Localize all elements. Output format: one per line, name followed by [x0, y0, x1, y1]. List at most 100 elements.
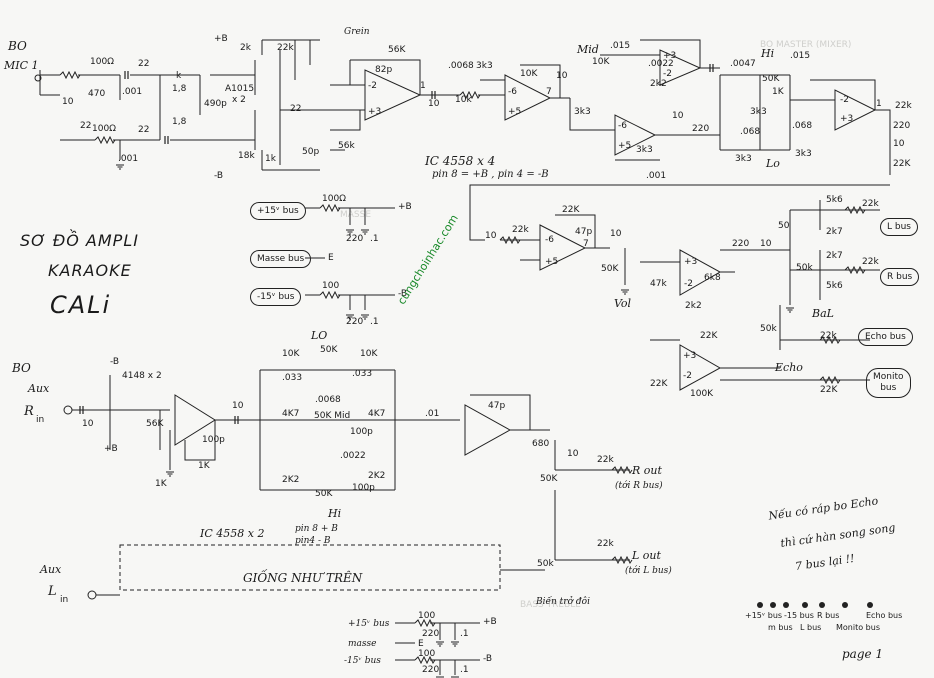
r3k3-hi: 3k3 — [750, 107, 767, 117]
r100b-power: 100 — [322, 281, 340, 291]
r22k-mix: 22K — [562, 205, 580, 215]
plus-b-top: +B — [214, 34, 228, 44]
r50k-mix: 50K — [601, 264, 619, 274]
r100-bottom: 100 — [418, 611, 436, 621]
echo-bus-box: Echo bus — [858, 328, 913, 346]
legend-r: R bus — [817, 611, 840, 620]
c10-oa2: 10 — [556, 71, 568, 81]
r3k3b: 3k3 — [735, 154, 752, 164]
r22k2-hilo: 22k — [895, 101, 912, 111]
c068: .068 — [740, 127, 761, 137]
r1k2-aux: 1K — [155, 479, 167, 489]
legend-l: L bus — [800, 623, 822, 632]
r220-hilo: 220 — [893, 121, 911, 131]
c1-power: .1 — [370, 234, 379, 244]
ic-pins-note: pin 8 = +B , pin 4 = -B — [432, 169, 549, 180]
r1k8: 1,8 — [172, 84, 187, 94]
hilo-minus: -2 — [840, 95, 849, 105]
lo-label: Lo — [766, 157, 780, 170]
aux-l-l: L — [48, 584, 57, 599]
board-aux-label: BO — [12, 361, 31, 375]
mix-minus: -6 — [545, 235, 554, 245]
c015-hi: .015 — [790, 51, 811, 61]
hilo-out: 1 — [876, 99, 882, 109]
mid-plus: +3 — [663, 51, 677, 61]
r50k-hi-tone: 50K — [315, 489, 333, 499]
echo-minus: -2 — [683, 371, 692, 381]
r100-top: 100Ω — [90, 57, 115, 67]
mid2-plus: +5 — [618, 141, 632, 151]
c22c: 22 — [138, 125, 150, 135]
same-as-above: GIỐNG NHƯ TRÊN — [243, 571, 363, 585]
legend-minus15: -15 bus — [784, 611, 814, 620]
c10-oa1: 10 — [428, 99, 440, 109]
masse-bus-box: Masse bus — [250, 250, 312, 268]
e-power: E — [328, 253, 334, 263]
r100-bottom: 100Ω — [92, 124, 117, 134]
r22k: 22k — [277, 43, 294, 53]
bal-label: BaL — [812, 307, 834, 320]
r50k-out: 50K — [540, 474, 558, 484]
oa1-plus: +3 — [368, 107, 382, 117]
c220b-power: 220 — [346, 317, 364, 327]
r3k3-oa1: 3k3 — [476, 61, 493, 71]
plus-b-aux: +B — [104, 444, 118, 454]
plus-b-bottom: +B — [483, 617, 497, 627]
r22k3-mix: 22k — [862, 199, 879, 209]
r2k2-mix: 2k2 — [685, 301, 702, 311]
r2k7: 2k7 — [826, 227, 843, 237]
hi-label: Hi — [761, 47, 775, 60]
r10k2-tone: 10K — [360, 349, 378, 359]
r470: 470 — [88, 89, 106, 99]
oa2-minus: -6 — [508, 87, 517, 97]
r56k: 56K — [388, 45, 406, 55]
legend-echo: Echo bus — [866, 611, 903, 620]
r56k-aux: 56K — [146, 419, 164, 429]
monito-label: Monito — [873, 372, 904, 382]
mix-plus: +5 — [545, 257, 559, 267]
c47p-mix: 47p — [575, 227, 593, 237]
r50k-echo: 50k — [760, 324, 777, 334]
r220-mix: 220 — [732, 239, 750, 249]
mid-minus: -2 — [663, 69, 672, 79]
minus-b-bottom: -B — [483, 654, 493, 664]
plus15-bus-box: +15ᵛ bus — [250, 202, 306, 220]
r6k8: 6k8 — [704, 273, 721, 283]
c1b-power: .1 — [370, 317, 379, 327]
c220-bottom: 220 — [422, 629, 440, 639]
aux-r-r: R — [24, 404, 34, 419]
r10k-oa2: 10K — [520, 69, 538, 79]
masse-bottom: masse — [348, 639, 377, 649]
r3k3c: 3k3 — [795, 149, 812, 159]
title-line2: KARAOKE — [48, 261, 132, 280]
r220-mid: 220 — [692, 124, 710, 134]
r100-power: 100Ω — [322, 194, 347, 204]
c47p-tone: 47p — [488, 401, 506, 411]
c015-mid: .015 — [610, 41, 631, 51]
diodes-label: 4148 x 2 — [122, 371, 162, 381]
monito-bus-box: Monito bus — [866, 368, 911, 398]
title-line3: CALi — [50, 291, 112, 319]
to-r-bus: (tới R bus) — [615, 481, 663, 491]
c50p: 50p — [302, 147, 320, 157]
aux-r-label: Aux — [28, 382, 50, 395]
minus15-bus-box: -15ᵛ bus — [250, 288, 302, 306]
r2k2-mid: 2k2 — [650, 79, 667, 89]
r1k-hi: 1K — [772, 87, 784, 97]
c0068: .0068 — [448, 61, 474, 71]
c0047: .0047 — [730, 59, 756, 69]
l-bus-box: L bus — [880, 218, 918, 236]
r3k3-mid: 3k3 — [636, 145, 653, 155]
r22k4-mix: 22k — [862, 257, 879, 267]
r-out-label: R out — [632, 464, 662, 477]
aux-r-in: in — [36, 415, 45, 425]
a1015-label: A1015 — [225, 84, 255, 94]
ic-note: IC 4558 x 4 — [425, 154, 496, 168]
oa1-minus: -2 — [368, 81, 377, 91]
r22k3-echo: 22K — [650, 379, 668, 389]
mix-out: 7 — [583, 239, 589, 249]
mid-label: Mid — [577, 43, 599, 56]
ic-note2: IC 4558 x 2 — [200, 527, 265, 540]
